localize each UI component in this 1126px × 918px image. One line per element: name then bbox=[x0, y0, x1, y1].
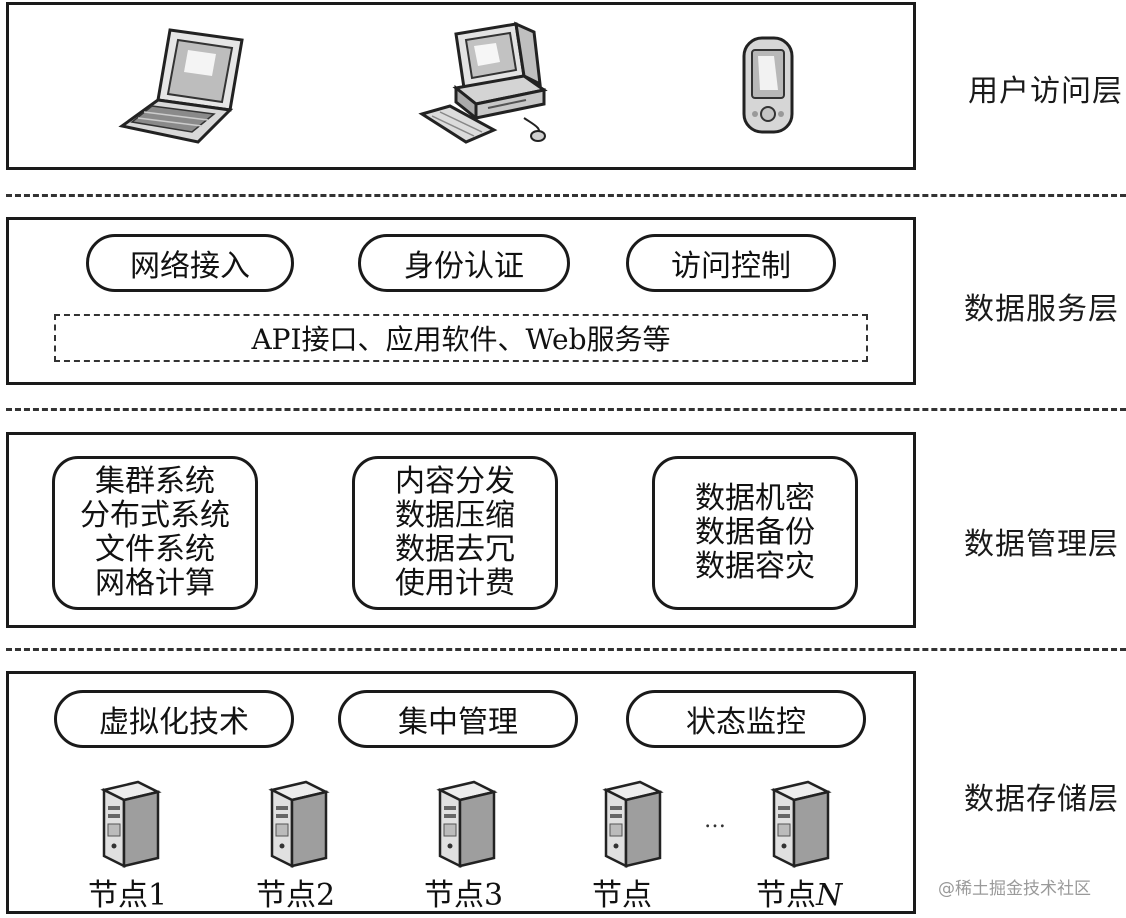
server-icon bbox=[268, 780, 330, 869]
nodes-ellipsis: … bbox=[704, 808, 726, 833]
management-group-security: 数据机密 数据备份 数据容灾 bbox=[652, 456, 858, 610]
data-management-layer-label: 数据管理层 bbox=[964, 527, 1119, 562]
server-icon bbox=[602, 780, 664, 869]
pill-access-control: 访问控制 bbox=[626, 234, 836, 292]
api-software-services-box: API接口、应用软件、Web服务等 bbox=[54, 314, 868, 362]
management-group-cluster: 集群系统 分布式系统 文件系统 网格计算 bbox=[52, 456, 258, 610]
user-access-layer-label: 用户访问层 bbox=[968, 74, 1123, 109]
group-item: 集群系统 bbox=[95, 464, 215, 499]
pill-central-management: 集中管理 bbox=[338, 690, 578, 748]
watermark-text: @稀土掘金技术社区 bbox=[938, 879, 1091, 899]
group-item: 使用计费 bbox=[395, 566, 515, 601]
pill-identity-auth: 身份认证 bbox=[358, 234, 570, 292]
pill-network-access: 网络接入 bbox=[86, 234, 294, 292]
mobile-phone-icon bbox=[742, 36, 794, 134]
server-icon bbox=[436, 780, 498, 869]
layer-divider bbox=[6, 408, 1126, 411]
node-n-prefix: 节点 bbox=[756, 878, 816, 913]
desktop-computer-icon bbox=[418, 21, 548, 144]
group-item: 内容分发 bbox=[395, 464, 515, 499]
pill-virtualization: 虚拟化技术 bbox=[54, 690, 294, 748]
group-item: 数据容灾 bbox=[695, 549, 815, 584]
node-label-1: 节点1 bbox=[88, 878, 168, 913]
pill-status-monitoring: 状态监控 bbox=[626, 690, 866, 748]
management-group-content: 内容分发 数据压缩 数据去冗 使用计费 bbox=[352, 456, 558, 610]
group-item: 数据备份 bbox=[695, 515, 815, 550]
node-n-suffix: N bbox=[816, 878, 843, 913]
data-service-layer-label: 数据服务层 bbox=[964, 292, 1119, 327]
node-label-3: 节点3 bbox=[424, 878, 504, 913]
group-item: 文件系统 bbox=[95, 532, 215, 567]
group-item: 网格计算 bbox=[95, 566, 215, 601]
group-item: 数据机密 bbox=[695, 481, 815, 516]
node-label-2: 节点2 bbox=[256, 878, 336, 913]
group-item: 数据压缩 bbox=[395, 498, 515, 533]
group-item: 数据去冗 bbox=[395, 532, 515, 567]
node-label-n: 节点N bbox=[756, 870, 842, 914]
layer-divider bbox=[6, 194, 1126, 197]
node-label-4: 节点 bbox=[592, 878, 652, 913]
group-item: 分布式系统 bbox=[80, 498, 230, 533]
server-icon bbox=[770, 780, 832, 869]
laptop-icon bbox=[118, 28, 244, 144]
server-icon bbox=[100, 780, 162, 869]
layer-divider bbox=[6, 648, 1126, 651]
data-storage-layer-label: 数据存储层 bbox=[964, 782, 1119, 817]
